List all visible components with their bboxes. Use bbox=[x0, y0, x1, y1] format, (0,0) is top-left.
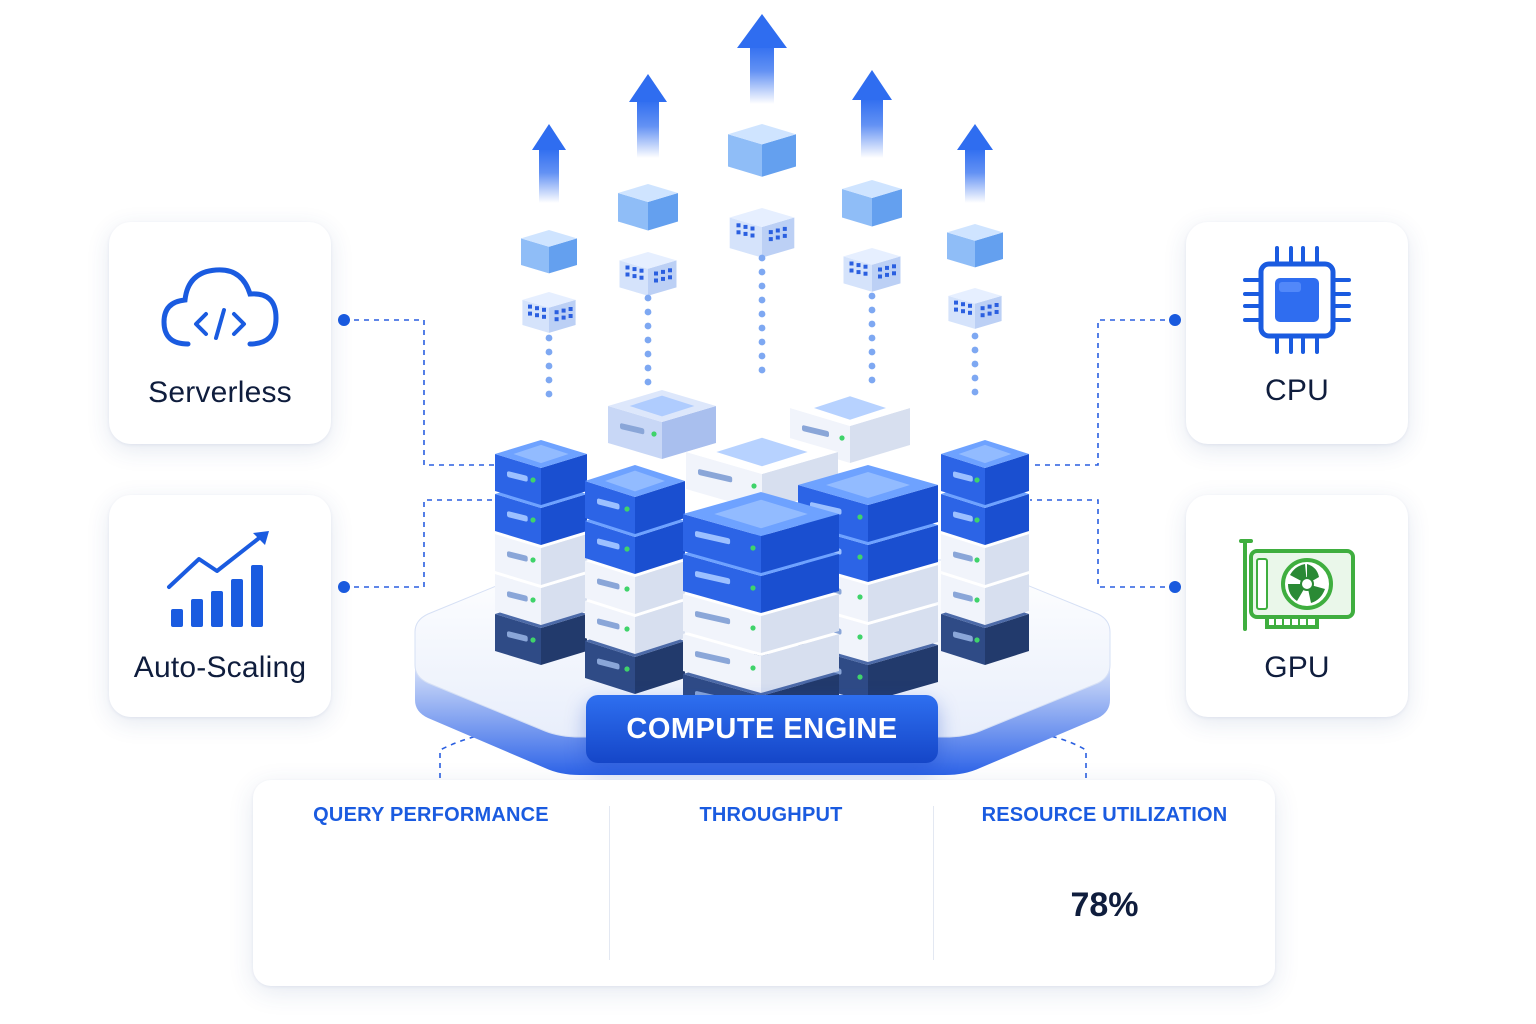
server-stack bbox=[683, 492, 839, 733]
data-cube bbox=[947, 224, 1003, 268]
trail-dot bbox=[644, 308, 652, 316]
connector-endpoints bbox=[338, 314, 1181, 593]
mini-server-node bbox=[729, 208, 795, 258]
mini-server-node bbox=[843, 248, 901, 292]
trail-dot bbox=[644, 336, 652, 344]
data-cube bbox=[842, 180, 902, 227]
cpu-card[interactable]: CPU bbox=[1186, 222, 1408, 444]
gpu-label: GPU bbox=[1264, 651, 1330, 684]
cloud-code-icon bbox=[161, 267, 279, 347]
trail-dot bbox=[644, 378, 652, 386]
mini-server-node bbox=[948, 288, 1002, 329]
trail-dot bbox=[868, 362, 876, 370]
trail-dot bbox=[868, 348, 876, 356]
server-stacks bbox=[495, 390, 1029, 733]
trail-dot bbox=[758, 282, 766, 290]
serverless-card[interactable]: Serverless bbox=[109, 222, 331, 444]
trail-dot bbox=[971, 332, 979, 340]
trail-dot bbox=[868, 292, 876, 300]
trail-dot bbox=[868, 334, 876, 342]
trail-dot bbox=[758, 338, 766, 346]
trail-dot bbox=[545, 362, 553, 370]
trail-dot bbox=[644, 350, 652, 358]
trail-dot bbox=[868, 376, 876, 384]
mini-server-node bbox=[619, 252, 677, 296]
growth-chart-icon bbox=[167, 531, 269, 627]
query-performance-metric: QUERY PERFORMANCE bbox=[253, 780, 609, 986]
compute-engine-badge: COMPUTE ENGINE bbox=[586, 695, 938, 763]
server-stack bbox=[608, 390, 716, 459]
utilization-value: 78% bbox=[1070, 886, 1139, 924]
gpu-card[interactable]: GPU bbox=[1186, 495, 1408, 717]
data-cube bbox=[618, 184, 678, 231]
graphics-card-icon bbox=[1239, 539, 1355, 631]
serverless-label: Serverless bbox=[148, 376, 292, 409]
trail-dot bbox=[971, 360, 979, 368]
metric-divider bbox=[609, 806, 610, 960]
cpu-label: CPU bbox=[1265, 374, 1329, 407]
arrow-up-icon bbox=[957, 124, 993, 203]
metric-divider bbox=[933, 806, 934, 960]
floating-nodes bbox=[521, 124, 1003, 398]
server-unit bbox=[495, 440, 587, 505]
trail-dot bbox=[758, 310, 766, 318]
server-unit bbox=[608, 390, 716, 459]
server-stack bbox=[495, 440, 587, 665]
auto-scaling-label: Auto-Scaling bbox=[133, 651, 307, 684]
query-performance-title: QUERY PERFORMANCE bbox=[313, 804, 549, 826]
auto-scaling-card[interactable]: Auto-Scaling bbox=[109, 495, 331, 717]
arrow-up-icon bbox=[737, 14, 787, 104]
trail-dot bbox=[644, 364, 652, 372]
trail-dot bbox=[545, 348, 553, 356]
data-cube bbox=[728, 124, 796, 177]
cpu-chip-icon bbox=[1243, 246, 1351, 354]
arrow-up-icon bbox=[852, 70, 892, 158]
server-stack bbox=[585, 465, 685, 694]
server-unit bbox=[495, 480, 587, 545]
scale-up-arrows bbox=[532, 14, 993, 203]
resource-utilization-title: RESOURCE UTILIZATION bbox=[981, 804, 1228, 826]
arrow-up-icon bbox=[629, 74, 667, 158]
trail-dot bbox=[868, 306, 876, 314]
trail-dot bbox=[971, 346, 979, 354]
arrow-up-icon bbox=[532, 124, 566, 203]
resource-utilization-metric: RESOURCE UTILIZATION 78% bbox=[934, 780, 1275, 986]
trail-dot bbox=[758, 324, 766, 332]
trail-dot bbox=[971, 388, 979, 396]
metrics-panel: QUERY PERFORMANCE THROUGHPUT RESOURCE UT… bbox=[253, 780, 1275, 986]
mini-server-node bbox=[522, 292, 576, 333]
trail-dot bbox=[758, 366, 766, 374]
trail-dot bbox=[545, 376, 553, 384]
throughput-title: THROUGHPUT bbox=[699, 804, 843, 826]
server-stack bbox=[941, 440, 1029, 665]
data-cube bbox=[521, 230, 577, 274]
trail-dot bbox=[644, 322, 652, 330]
trail-dot bbox=[758, 254, 766, 262]
trail-dot bbox=[758, 352, 766, 360]
trail-dot bbox=[868, 320, 876, 328]
trail-dot bbox=[758, 268, 766, 276]
throughput-metric: THROUGHPUT bbox=[610, 780, 932, 986]
trail-dot bbox=[644, 294, 652, 302]
trail-dot bbox=[545, 334, 553, 342]
server-stack bbox=[686, 430, 838, 511]
trail-dot bbox=[545, 390, 553, 398]
trail-dot bbox=[971, 374, 979, 382]
trail-dot bbox=[758, 296, 766, 304]
